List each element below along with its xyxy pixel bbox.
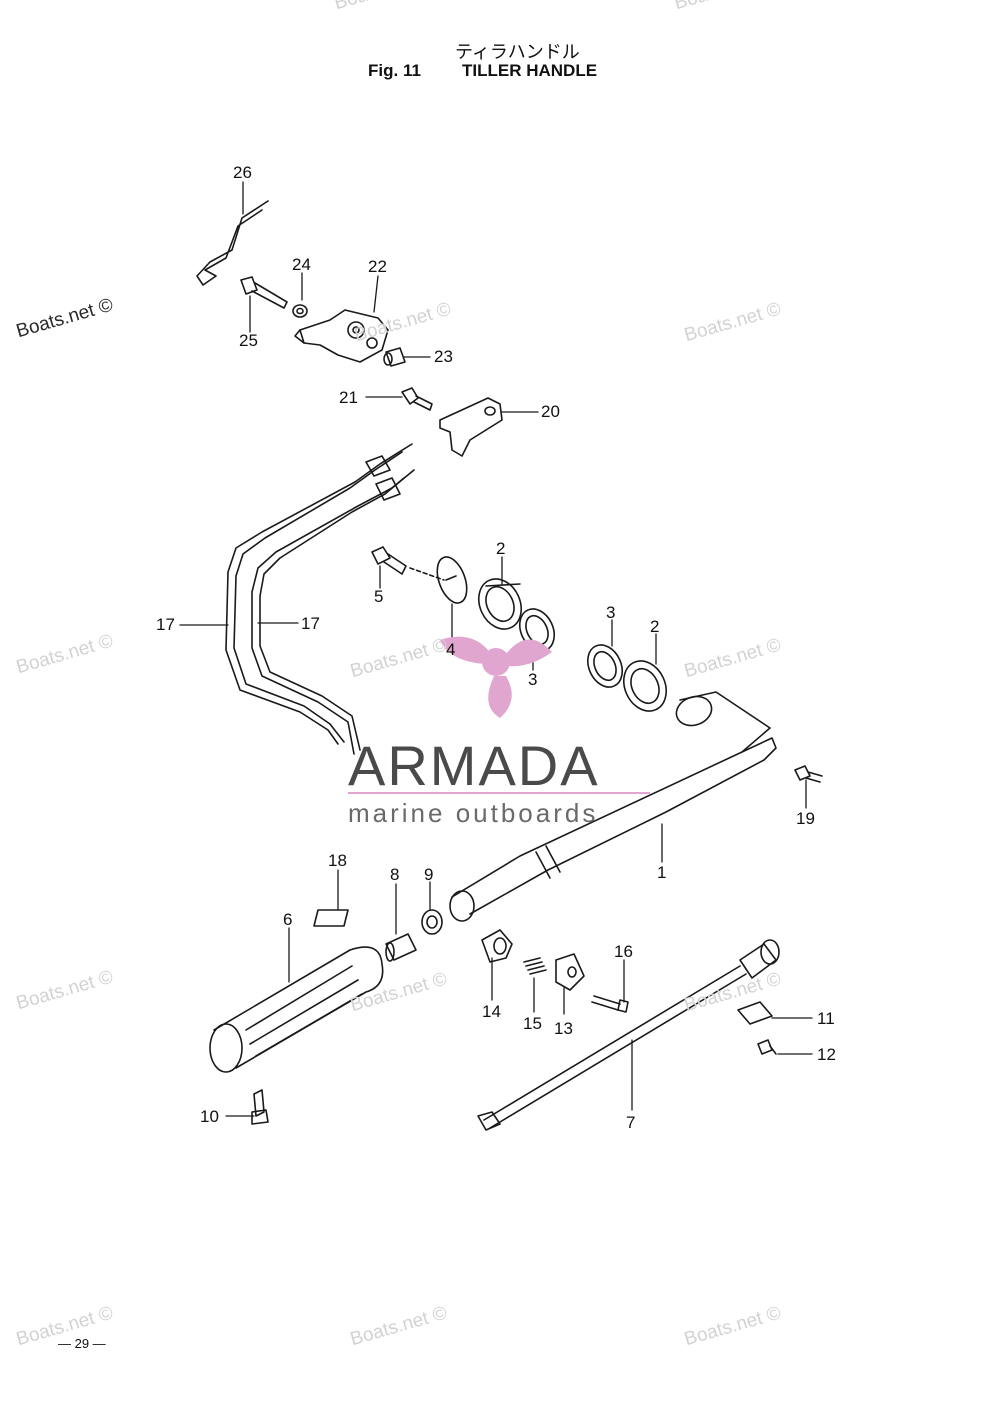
- callout-14: 14: [482, 1002, 501, 1021]
- seal-part-right: [586, 644, 624, 688]
- callout-15: 15: [523, 1014, 542, 1033]
- callout-1: 1: [657, 863, 667, 882]
- callout-12: 12: [817, 1045, 836, 1064]
- washer-part: [421, 909, 443, 935]
- callout-2: 2: [496, 539, 506, 558]
- callout-7: 7: [626, 1113, 636, 1132]
- brand-logo: [440, 636, 552, 718]
- callout-5: 5: [374, 587, 384, 606]
- screw-part-12: [757, 1039, 777, 1055]
- callout-8: 8: [390, 865, 400, 884]
- plate-part-4: [436, 556, 468, 604]
- tiller-arm-part: [449, 691, 777, 922]
- callout-23: 23: [434, 347, 453, 366]
- sticker-part: [313, 909, 349, 927]
- bolt-part-5: [371, 546, 445, 581]
- nut-part: [292, 304, 308, 318]
- clip-plate-part: [737, 1001, 773, 1025]
- brand-tagline: marine outboards: [348, 798, 599, 828]
- bracket-part: [294, 309, 389, 363]
- callout-25: 25: [239, 331, 258, 350]
- callout-9: 9: [424, 865, 434, 884]
- bolt-part: [240, 276, 288, 309]
- sleeve-part: [385, 933, 417, 962]
- callout-11: 11: [817, 1009, 835, 1028]
- callout-18: 18: [328, 851, 347, 870]
- callout-6: 6: [283, 910, 293, 929]
- callout-2: 2: [650, 617, 660, 636]
- callout-26: 26: [233, 163, 252, 182]
- screw-part-16: [591, 995, 629, 1013]
- collar-part: [383, 347, 406, 367]
- cap-part: [481, 929, 513, 963]
- callout-19: 19: [796, 809, 815, 828]
- callout-17: 17: [301, 614, 320, 633]
- bushing-part-left: [478, 578, 522, 630]
- bushing-part-right: [623, 660, 667, 712]
- brand-name: ARMADA: [348, 734, 600, 797]
- callout-20: 20: [541, 402, 560, 421]
- grip-part: [209, 946, 384, 1073]
- callout-10: 10: [200, 1107, 219, 1126]
- bolt-part-10: [251, 1089, 269, 1125]
- screw-part-19: [794, 765, 823, 783]
- callout-16: 16: [614, 942, 633, 961]
- leader-lines: [179, 181, 813, 1117]
- shaft-part: [477, 939, 780, 1131]
- figure-label: Fig. 11: [368, 61, 421, 80]
- spring-part: [523, 957, 547, 975]
- screw-part-21: [401, 387, 433, 411]
- clip-part: [555, 953, 585, 991]
- callout-13: 13: [554, 1019, 573, 1038]
- callout-3: 3: [606, 603, 616, 622]
- page-number: — 29 —: [58, 1336, 106, 1351]
- brand-divider: [348, 792, 650, 794]
- callout-3: 3: [528, 670, 538, 689]
- callout-17: 17: [156, 615, 175, 634]
- plate-part: [439, 397, 503, 457]
- title-japanese: ティラハンドル: [455, 42, 580, 63]
- callout-4: 4: [446, 640, 456, 659]
- callout-24: 24: [292, 255, 311, 274]
- page-title: TILLER HANDLE: [462, 61, 598, 80]
- callout-21: 21: [339, 388, 358, 407]
- callout-22: 22: [368, 257, 387, 276]
- wire-rod-part: [196, 200, 269, 286]
- cable-part-inner: [251, 469, 415, 755]
- cable-part-outer: [225, 443, 413, 745]
